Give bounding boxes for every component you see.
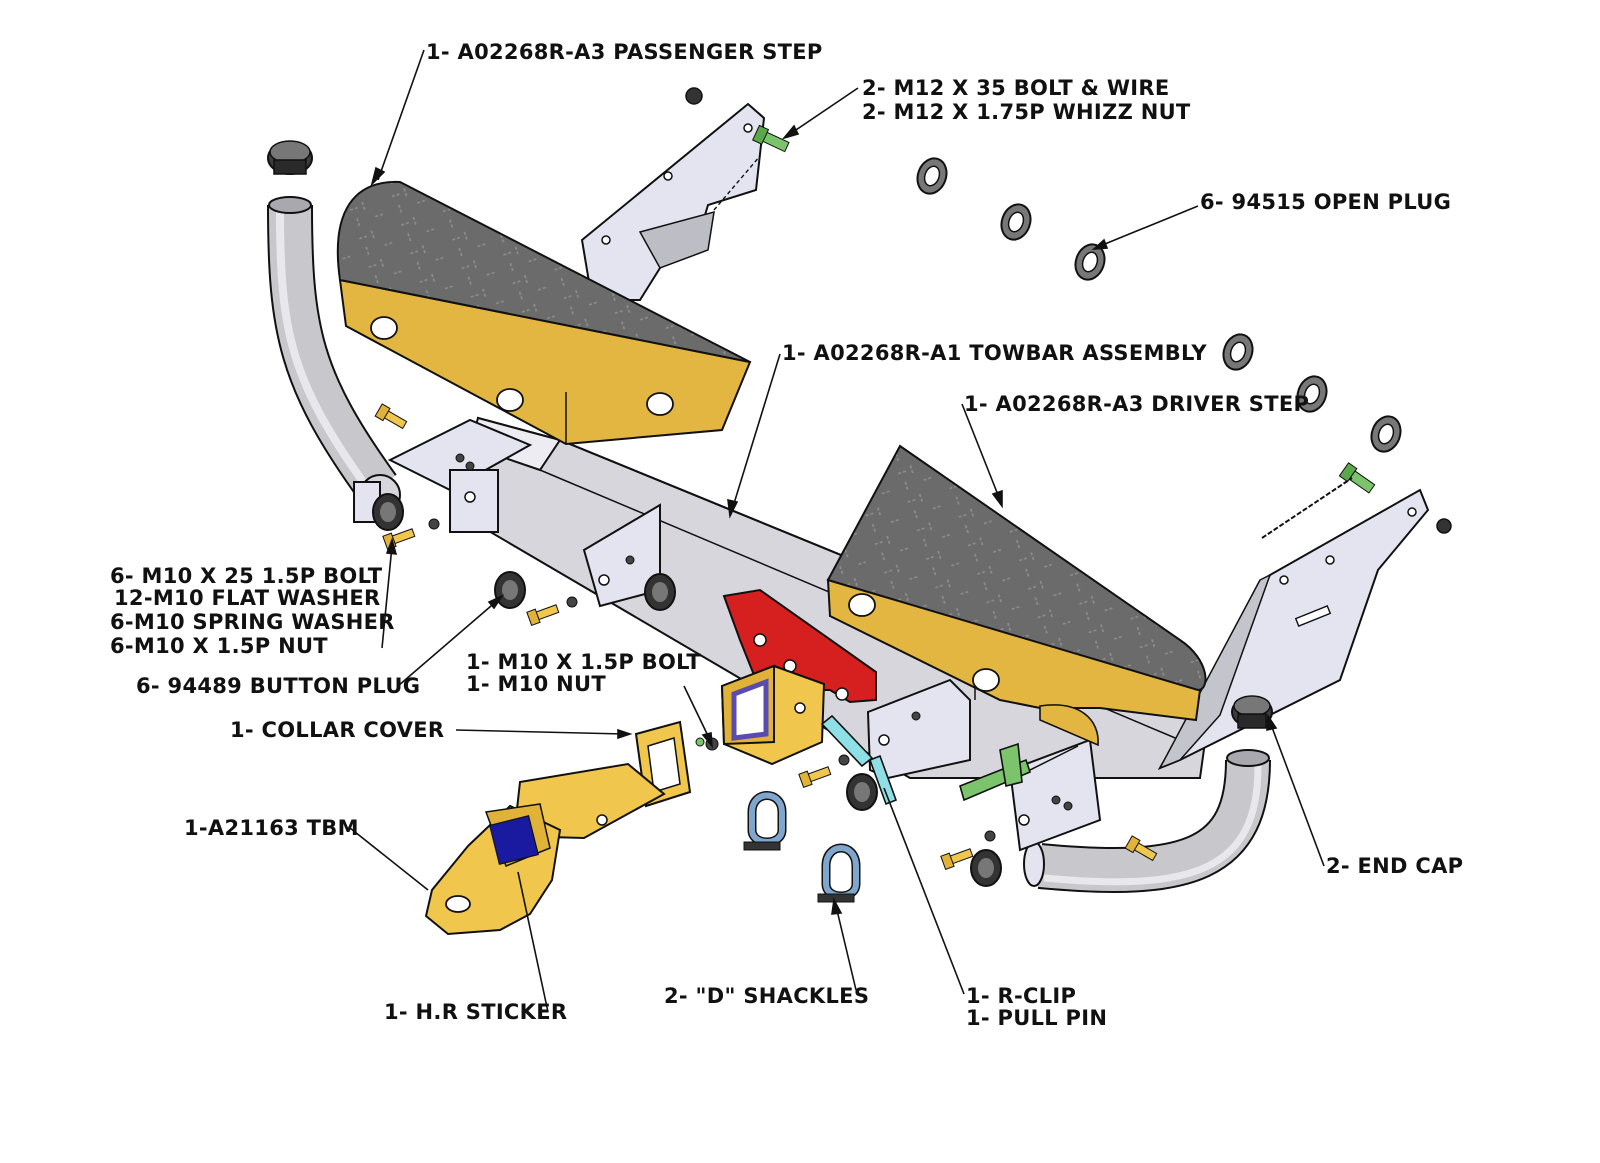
driver-tube — [1023, 749, 1271, 893]
bolts-and-nuts — [374, 87, 1452, 871]
end-cap-driver — [1231, 695, 1273, 729]
d-shackle-2 — [817, 843, 861, 903]
label-open-plug: 6- 94515 OPEN PLUG — [1200, 190, 1452, 214]
passenger-side-bracket — [580, 102, 766, 301]
end-cap-passenger — [267, 140, 313, 175]
label-driver-step: 1- A02268R-A3 DRIVER STEP — [964, 392, 1310, 416]
label-d-shackles: 2- "D" SHACKLES — [664, 984, 870, 1008]
label-towbar-assembly: 1- A02268R-A1 TOWBAR ASSEMBLY — [782, 341, 1207, 365]
label-m10-spring-washer: 6-M10 SPRING WASHER — [110, 610, 395, 634]
label-end-cap: 2- END CAP — [1326, 854, 1464, 878]
label-bolt-wire: 2- M12 X 35 BOLT & WIRE — [862, 76, 1170, 100]
label-collar-cover: 1- COLLAR COVER — [230, 718, 445, 742]
label-tbm: 1-A21163 TBM — [184, 816, 359, 840]
label-r-clip: 1- R-CLIP — [966, 984, 1077, 1008]
beam-brackets — [582, 503, 971, 780]
passenger-tube — [267, 196, 397, 502]
r-clip — [959, 742, 1031, 802]
hitch-receiver — [720, 664, 826, 766]
label-pull-pin: 1- PULL PIN — [966, 1006, 1108, 1030]
driver-side-bracket — [1157, 488, 1430, 770]
d-shackle-1 — [743, 791, 787, 851]
label-m10-bolt-1: 1- M10 X 1.5P BOLT — [466, 650, 701, 674]
label-m10-nut-1: 1- M10 NUT — [466, 672, 607, 696]
leader-lines — [349, 49, 1325, 1013]
label-m10-bolt-25: 6- M10 X 25 1.5P BOLT — [110, 564, 383, 588]
label-m10-flat-washer: 12-M10 FLAT WASHER — [114, 586, 381, 610]
button-plugs — [372, 493, 1002, 887]
label-hr-sticker: 1- H.R STICKER — [384, 1000, 568, 1024]
label-whizz-nut: 2- M12 X 1.75P WHIZZ NUT — [862, 100, 1191, 124]
label-button-plug: 6- 94489 BUTTON PLUG — [136, 674, 421, 698]
open-plugs — [916, 157, 1402, 453]
tow-ball-mount — [424, 762, 666, 936]
label-passenger-step: 1- A02268R-A3 PASSENGER STEP — [426, 40, 823, 64]
pull-pin — [820, 714, 898, 806]
driver-step — [826, 444, 1207, 747]
label-m10-nut-6: 6-M10 X 1.5P NUT — [110, 634, 328, 658]
passenger-step — [336, 180, 752, 446]
